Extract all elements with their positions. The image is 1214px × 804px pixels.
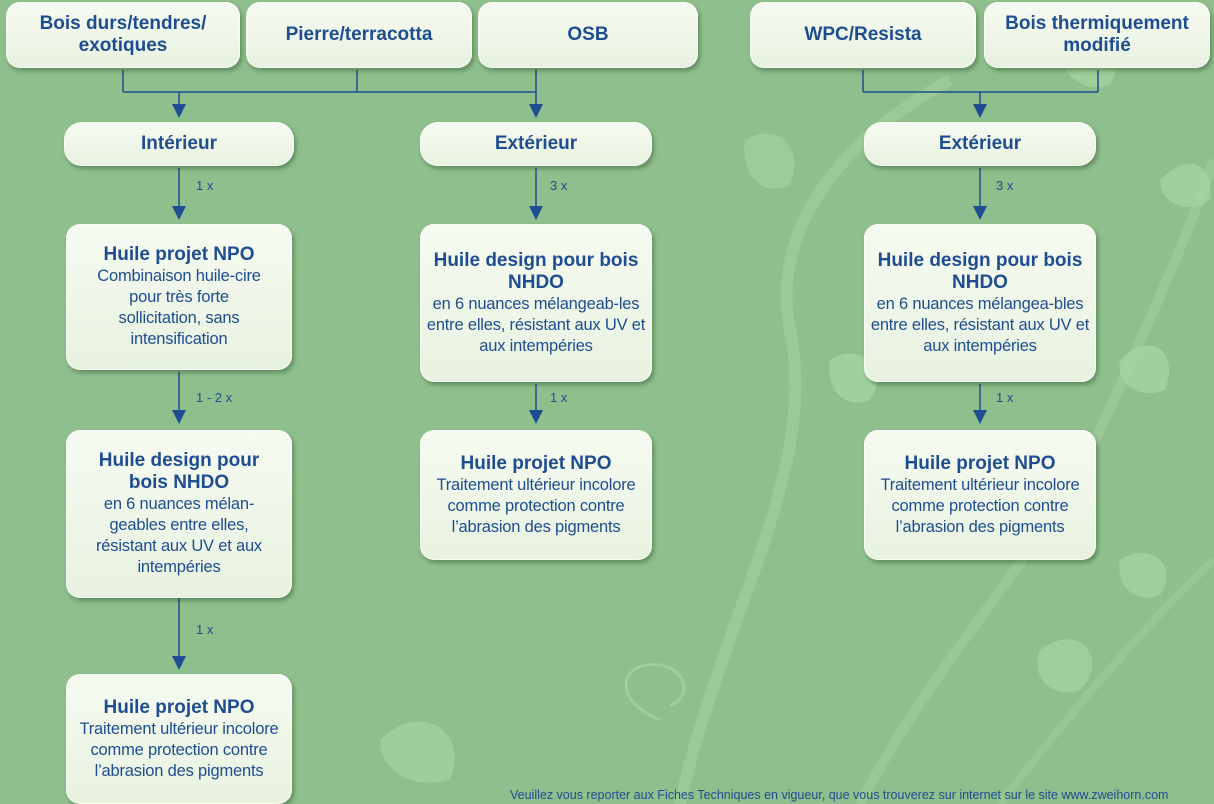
application-count: 3 x (996, 178, 1014, 193)
product-box-nhdo: Huile design pour bois NHDO en 6 nuances… (66, 430, 292, 598)
location-label: Intérieur (140, 133, 218, 154)
application-count: 1 x (550, 390, 568, 405)
category-label: OSB (567, 24, 609, 45)
leaf-icon (744, 133, 795, 189)
product-box-npo: Huile projet NPO Combinaison huile-cire … (66, 224, 292, 370)
leaf-icon (1037, 639, 1093, 693)
vine-stem-icon (674, 74, 953, 804)
arrow-down-icon (172, 656, 186, 670)
location-label: Extérieur (494, 133, 578, 154)
product-description: en 6 nuances mélangea-bles entre elles, … (870, 294, 1090, 355)
footer-note: Veuillez vous reporter aux Fiches Techni… (510, 788, 1169, 802)
leaf-icon (1160, 163, 1211, 208)
application-count: 1 x (196, 178, 214, 193)
product-box-nhdo: Huile design pour bois NHDO en 6 nuances… (864, 224, 1096, 382)
product-box-nhdo: Huile design pour bois NHDO en 6 nuances… (420, 224, 652, 382)
product-box-npo: Huile projet NPO Traitement ultérieur in… (864, 430, 1096, 560)
product-title: Huile projet NPO (904, 452, 1056, 474)
product-description: Traitement ultérieur incolore comme prot… (79, 719, 279, 780)
product-title: Huile design pour bois NHDO (98, 450, 260, 493)
arrow-down-icon (172, 104, 186, 118)
product-description: en 6 nuances mélan-geables entre elles, … (96, 495, 262, 576)
product-description: Traitement ultérieur incolore comme prot… (880, 475, 1080, 536)
application-count: 1 x (196, 622, 214, 637)
category-label: WPC/Resista (804, 24, 922, 45)
category-hard-soft-exotic-wood: Bois durs/tendres/ exotiques (6, 2, 240, 68)
leaf-icon (380, 721, 455, 783)
product-description: Combinaison huile-cire pour très forte s… (97, 267, 261, 348)
category-thermally-modified-wood: Bois thermiquement modifié (984, 2, 1210, 68)
product-title: Huile design pour bois NHDO (877, 249, 1083, 293)
category-osb: OSB (478, 2, 698, 68)
application-count: 1 - 2 x (196, 390, 233, 405)
location-label: Extérieur (938, 133, 1022, 154)
category-stone-terracotta: Pierre/terracotta (246, 2, 472, 68)
category-label: Bois durs/tendres/ exotiques (39, 13, 207, 56)
arrow-down-icon (529, 206, 543, 220)
leaf-icon (1119, 552, 1167, 598)
category-wpc-resista: WPC/Resista (750, 2, 976, 68)
vine-stem-icon (996, 557, 1214, 804)
arrowheads (172, 104, 987, 670)
product-box-npo: Huile projet NPO Traitement ultérieur in… (66, 674, 292, 804)
arrow-down-icon (529, 410, 543, 424)
category-label: Bois thermiquement modifié (1005, 13, 1189, 56)
location-exterior-middle: Extérieur (420, 122, 652, 166)
product-title: Huile projet NPO (460, 452, 612, 474)
connector-lines (122, 70, 1099, 656)
application-count: 3 x (550, 178, 568, 193)
location-interior: Intérieur (64, 122, 294, 166)
arrow-down-icon (973, 206, 987, 220)
vine-curl-icon (624, 663, 686, 722)
arrow-down-icon (973, 410, 987, 424)
location-exterior-right: Extérieur (864, 122, 1096, 166)
leaf-icon (1119, 345, 1169, 394)
arrow-down-icon (172, 206, 186, 220)
product-title: Huile projet NPO (103, 696, 255, 718)
arrow-down-icon (172, 410, 186, 424)
category-label: Pierre/terracotta (285, 24, 433, 45)
application-count: 1 x (996, 390, 1014, 405)
arrow-down-icon (529, 104, 543, 118)
product-title: Huile design pour bois NHDO (433, 249, 639, 293)
product-description: en 6 nuances mélangeab-les entre elles, … (426, 294, 646, 355)
arrow-down-icon (973, 104, 987, 118)
product-description: Traitement ultérieur incolore comme prot… (436, 475, 636, 536)
product-title: Huile projet NPO (103, 244, 255, 265)
product-box-npo: Huile projet NPO Traitement ultérieur in… (420, 430, 652, 560)
